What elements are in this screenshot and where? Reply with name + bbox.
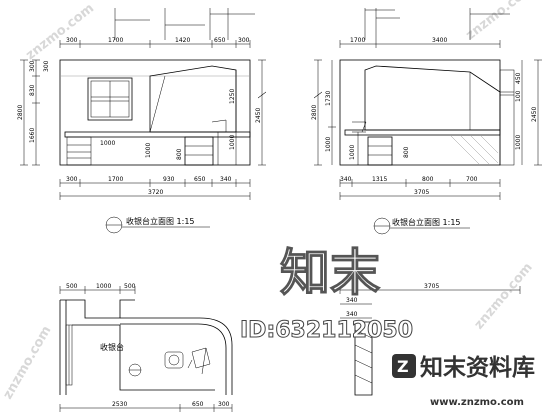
dim-label: 930 <box>163 176 175 183</box>
view-caption: 收银台立面图 1:15 <box>392 217 461 227</box>
dim-label: 300 <box>66 37 78 44</box>
dim-label: 1000 <box>325 137 332 152</box>
dim-label: 1000 <box>100 140 115 147</box>
dim-label: 2800 <box>17 105 24 120</box>
plan-label: 收银台 <box>100 342 124 352</box>
dim-label: 1000 <box>349 145 356 160</box>
dim-label: 1420 <box>175 37 190 44</box>
dim-label: 1000 <box>96 283 111 290</box>
dim-label: 500 <box>66 283 78 290</box>
watermark-url: www.znzmo.com <box>430 397 524 408</box>
watermark-logo-icon: Z <box>392 354 416 378</box>
chair <box>210 119 227 165</box>
dim-label: 700 <box>466 176 478 183</box>
svg-text:Z: Z <box>397 357 409 376</box>
dim-label: 650 <box>192 401 204 408</box>
dim-label: 800 <box>403 146 410 158</box>
dim-label: 3720 <box>148 189 163 196</box>
plan-register <box>191 347 211 369</box>
diagonal-watermark: znzmo.com <box>0 323 54 402</box>
dim-label: 1660 <box>29 128 36 143</box>
dim-label: 100 <box>515 90 522 102</box>
top-dims: 300 1700 1420 650 300 <box>59 37 251 48</box>
dim-label: 2800 <box>311 105 318 120</box>
watermark-logo-text: 知末 <box>280 244 380 302</box>
plan-counter <box>120 317 233 395</box>
plan-view: 500 1000 500 收银台 2530 650 300 <box>59 283 233 412</box>
dim-label: 300 <box>66 176 78 183</box>
dim-label: 800 <box>422 176 434 183</box>
section-column <box>354 321 373 396</box>
dim-label: 2450 <box>531 107 538 122</box>
dim-label: 340 <box>340 176 352 183</box>
counter-top <box>344 129 501 136</box>
dim-label: 340 <box>346 311 358 318</box>
elevation-a: 300 1700 1420 650 300 2800 300 830 1660 … <box>17 8 267 234</box>
sloped-panel <box>149 65 237 133</box>
dim-label: 830 <box>29 84 36 96</box>
view-caption: 收银台立面图 1:15 <box>126 216 195 226</box>
dim-label: 300 <box>43 60 50 72</box>
section-view: 3705 340 340 <box>339 283 521 396</box>
counter-top <box>64 131 251 138</box>
dim-label: 800 <box>176 148 183 160</box>
elevation-b: 1700 3400 2800 1730 1000 2450 450 100 10… <box>311 8 542 235</box>
dim-label: 300 <box>218 401 230 408</box>
dim-label: 1315 <box>372 176 387 183</box>
view-label-a: 收银台立面图 1:15 <box>105 216 210 234</box>
wall-outline <box>59 59 251 166</box>
chair <box>352 121 367 165</box>
dim-label: 2530 <box>112 401 127 408</box>
watermark: 知末 ID:632112050 知末资料库 www.znzmo.com Z <box>240 243 536 408</box>
dim-label: 500 <box>124 283 136 290</box>
drawer-unit <box>184 136 214 166</box>
dim-label: 340 <box>220 176 232 183</box>
dim-label: 1250 <box>229 89 236 104</box>
diagonal-watermark: znzmo.com <box>463 0 537 43</box>
sloped-panel <box>364 65 501 131</box>
dim-label: 450 <box>515 72 522 84</box>
dim-label: 1730 <box>325 91 332 106</box>
diagonal-watermark: znzmo.com <box>472 260 536 332</box>
dim-label: 300 <box>238 37 250 44</box>
dim-label: 3705 <box>414 189 429 196</box>
dim-label: 1700 <box>350 37 365 44</box>
dim-label: 1700 <box>108 37 123 44</box>
dim-label: 1000 <box>229 135 236 150</box>
drawer-unit <box>367 136 393 166</box>
dim-label: 3400 <box>432 37 447 44</box>
dim-label: 3705 <box>424 283 439 290</box>
diagonal-watermark: znzmo.com <box>23 1 97 63</box>
watermark-id: ID:632112050 <box>240 318 413 343</box>
dim-label: 340 <box>346 297 358 304</box>
plan-chair <box>164 351 184 369</box>
dim-label: 1000 <box>145 143 152 158</box>
watermark-brand: 知末资料库 <box>420 354 535 381</box>
dim-label: 2450 <box>255 108 262 123</box>
dim-label: 300 <box>29 60 36 72</box>
dim-label: 650 <box>214 37 226 44</box>
dim-label: 1700 <box>108 176 123 183</box>
window <box>87 77 133 121</box>
dim-label: 650 <box>194 176 206 183</box>
dim-label: 1000 <box>515 135 522 150</box>
view-label-b: 收银台立面图 1:15 <box>373 217 470 235</box>
